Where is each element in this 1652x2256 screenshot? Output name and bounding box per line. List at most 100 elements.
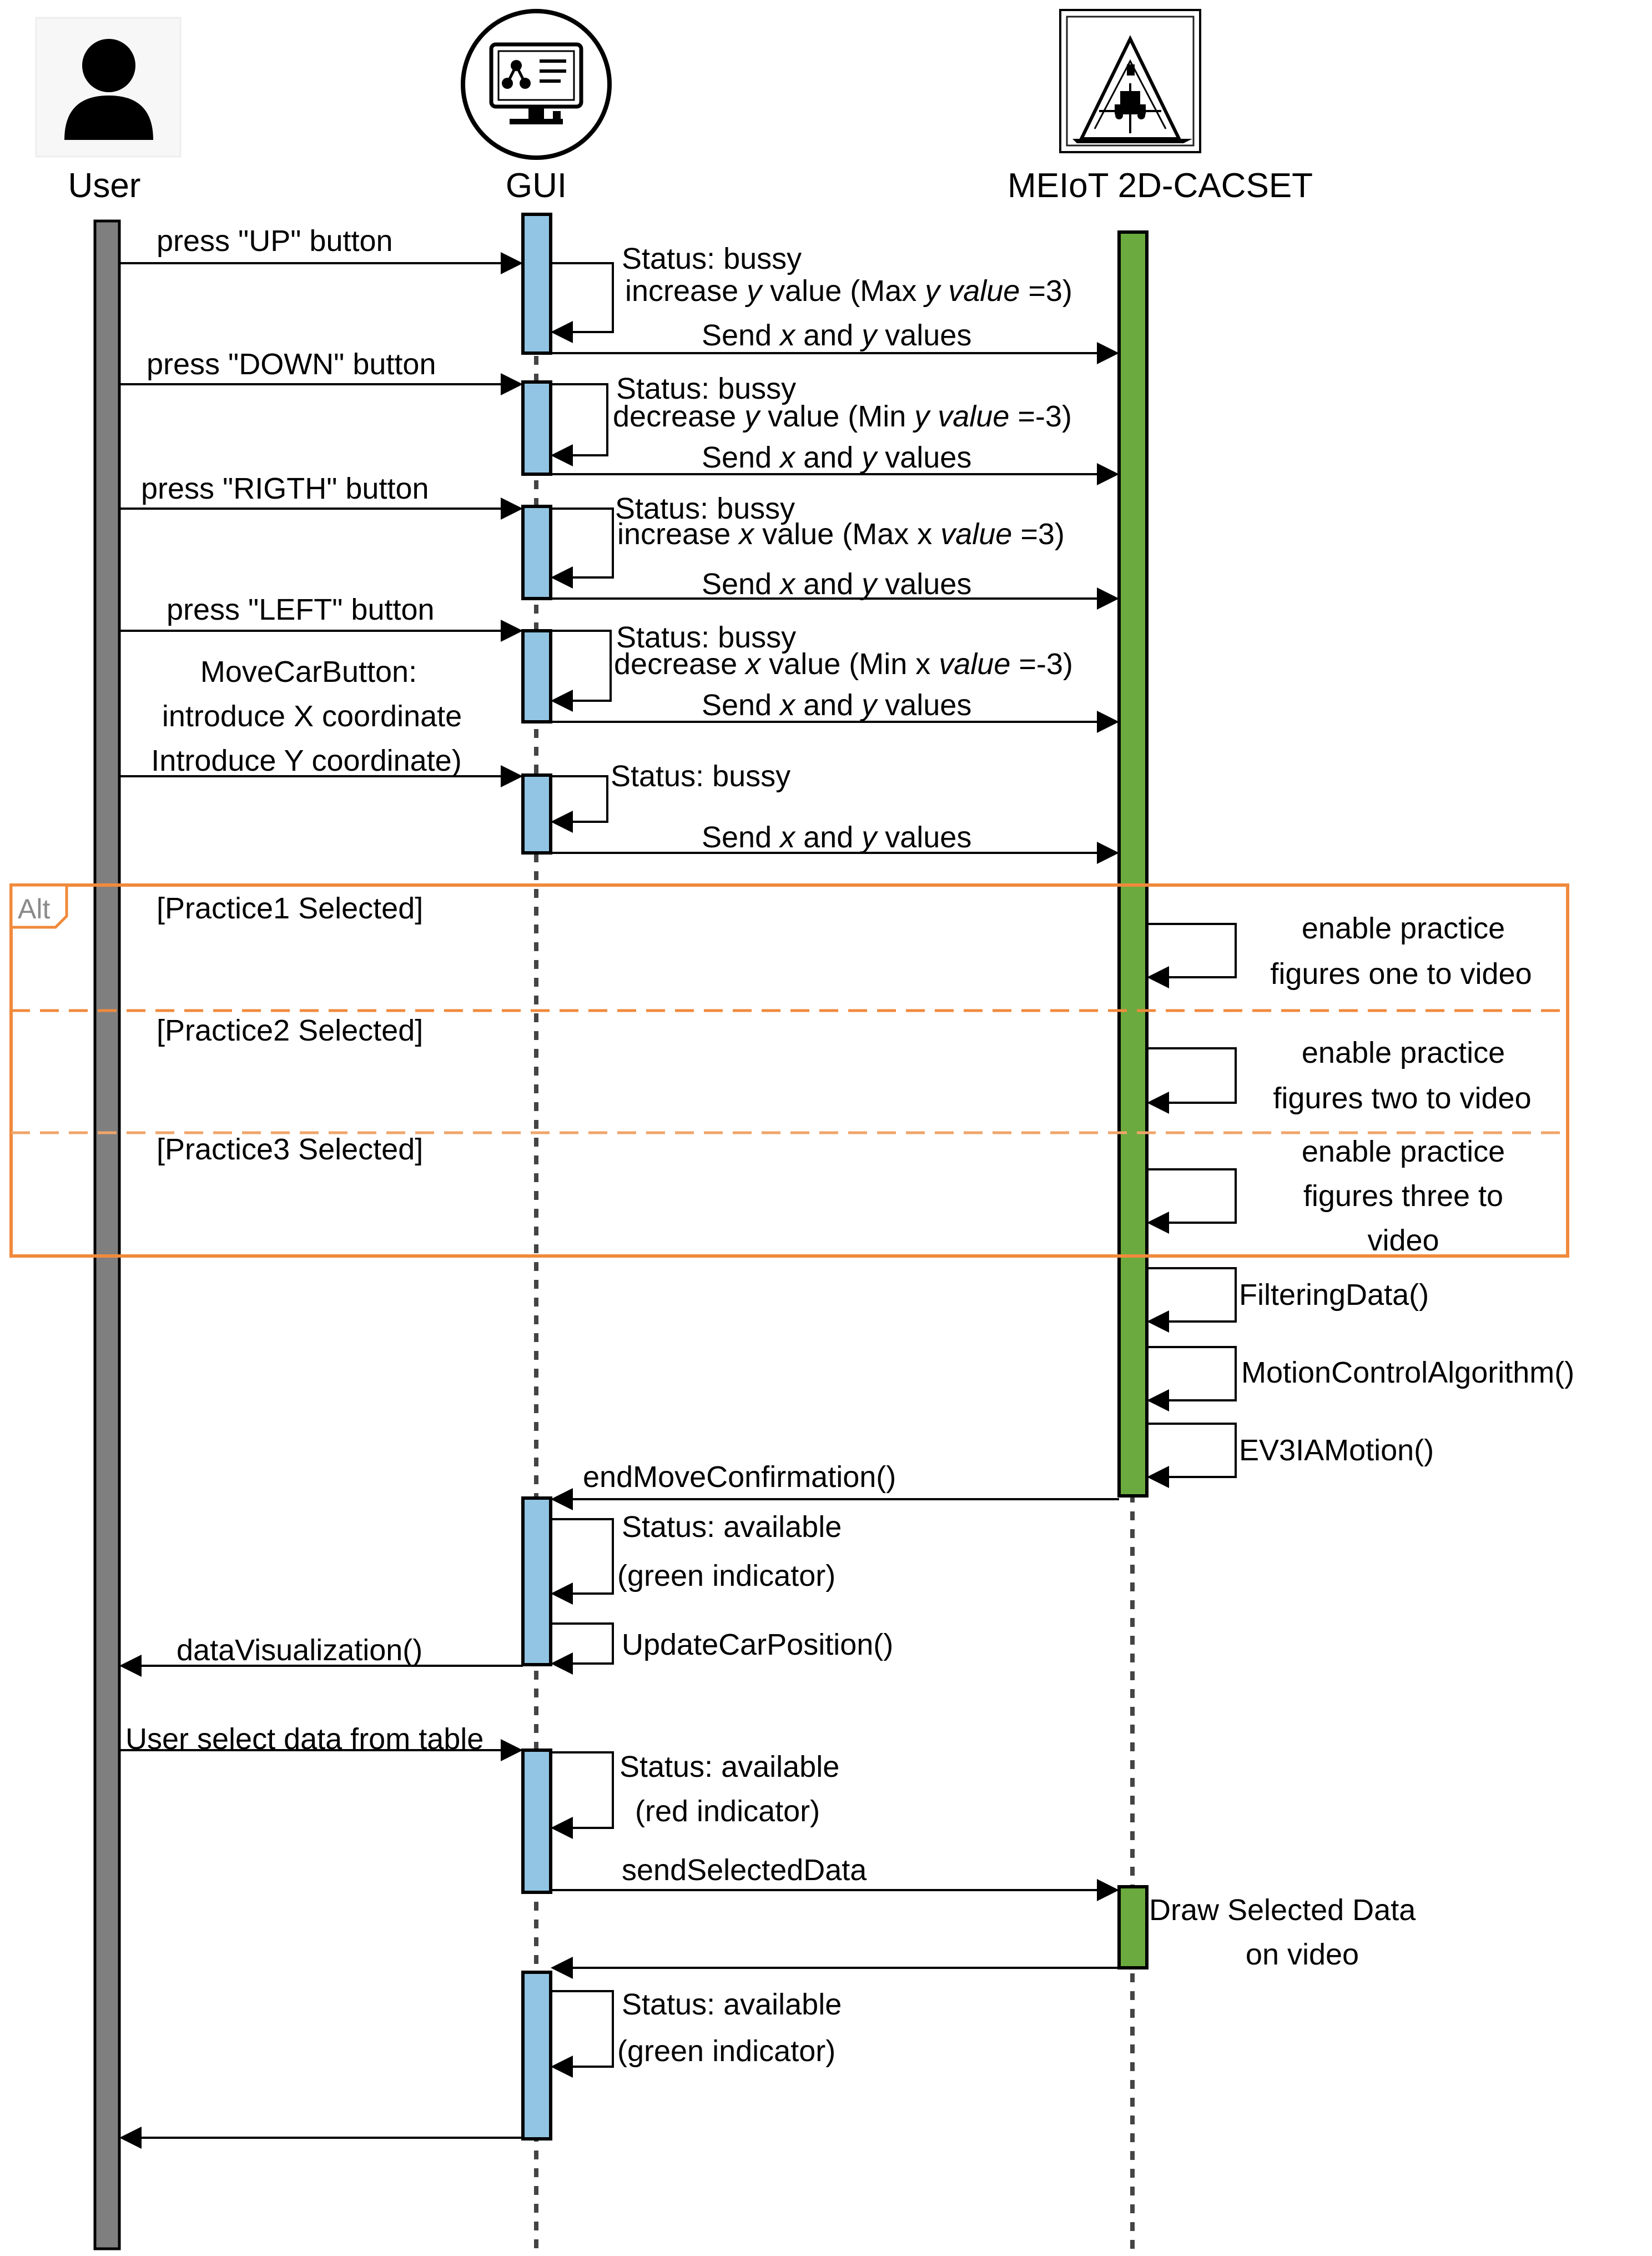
alt-guard-3: [Practice3 Selected] xyxy=(157,1133,423,1166)
gui-activation-right xyxy=(521,505,552,600)
svg-text:Send x and y values: Send x and y values xyxy=(702,689,971,722)
self-call-practice-2: enable practice figures two to video xyxy=(1147,1036,1532,1115)
svg-text:sendSelectedData: sendSelectedData xyxy=(622,1853,867,1887)
self-call-status-available-red: Status: available (red indicator) xyxy=(551,1750,839,1839)
svg-text:FilteringData(): FilteringData() xyxy=(1239,1278,1429,1312)
message-user-select-data: User select data from table xyxy=(119,1722,523,1761)
svg-text:enable practice: enable practice xyxy=(1302,1036,1505,1069)
computer-monitor-icon xyxy=(461,9,612,160)
person-icon xyxy=(64,39,153,140)
message-send-values-1: Send x and y values xyxy=(551,319,1119,364)
self-call-practice-1: enable practice figures one to video xyxy=(1147,912,1532,991)
self-call-status-available-green: Status: available (green indicator) xyxy=(551,1510,842,1605)
alt-guard-1: [Practice1 Selected] xyxy=(157,892,423,925)
meiot-activation-main xyxy=(1117,230,1149,1498)
meiot-header: MEIoT 2D-CACSET xyxy=(1008,9,1313,205)
meiot-activation-draw xyxy=(1117,1885,1149,1969)
alt-tag: Alt xyxy=(18,893,50,924)
self-call-filtering-data: FilteringData() xyxy=(1147,1267,1429,1333)
gui-activation-endmove xyxy=(521,1496,552,1666)
svg-text:press "RIGTH" button: press "RIGTH" button xyxy=(141,472,429,505)
message-send-values-5: Send x and y values xyxy=(551,821,1119,864)
svg-text:MotionControlAlgorithm(): MotionControlAlgorithm() xyxy=(1241,1356,1574,1389)
svg-text:figures one to video: figures one to video xyxy=(1270,957,1532,991)
gui-activation-up xyxy=(521,213,552,355)
self-call-status-bussy: Status: bussy xyxy=(551,760,790,833)
gui-header: GUI xyxy=(461,9,612,205)
svg-text:on video: on video xyxy=(1246,1938,1359,1971)
svg-text:Status: available: Status: available xyxy=(622,1510,842,1544)
message-press-right: press "RIGTH" button xyxy=(119,472,523,520)
svg-text:Status: bussy: Status: bussy xyxy=(616,621,796,654)
user-label: User xyxy=(68,167,141,205)
self-call-status-available-green-2: Status: available (green indicator) xyxy=(551,1988,842,2078)
svg-text:Send x and y values: Send x and y values xyxy=(702,821,971,854)
svg-text:figures three to: figures three to xyxy=(1303,1179,1503,1213)
message-press-up: press "UP" button xyxy=(119,224,523,274)
svg-text:decrease y value (Min y value: decrease y value (Min y value =-3) xyxy=(613,400,1072,433)
alt-frame: Alt [Practice1 Selected] [Practice2 Sele… xyxy=(9,883,1569,1258)
svg-text:press "LEFT" button: press "LEFT" button xyxy=(167,593,435,626)
message-data-visualization: dataVisualization() xyxy=(119,1634,523,1677)
self-call-decrease-x: Status: bussy decrease x value (Min x va… xyxy=(551,621,1073,712)
svg-text:MoveCarButton:: MoveCarButton: xyxy=(200,655,417,689)
svg-text:figures two to video: figures two to video xyxy=(1273,1082,1531,1115)
self-call-increase-y: Status: bussy increase y value (Max y va… xyxy=(551,242,1072,343)
gui-activation-movecar xyxy=(521,773,552,855)
user-header: User xyxy=(35,17,182,205)
svg-text:introduce X coordinate: introduce X coordinate xyxy=(162,700,462,733)
svg-text:Status: bussy: Status: bussy xyxy=(611,760,790,793)
self-call-motion-control: MotionControlAlgorithm() xyxy=(1147,1346,1574,1411)
self-call-ev3-motion: EV3IAMotion() xyxy=(1147,1423,1434,1488)
draw-selected-data-note: Draw Selected Data on video xyxy=(1149,1893,1416,1971)
svg-text:Send x and y values: Send x and y values xyxy=(702,319,971,352)
svg-text:enable practice: enable practice xyxy=(1302,1135,1505,1168)
svg-text:press "UP" button: press "UP" button xyxy=(157,224,393,258)
gui-activation-left xyxy=(521,629,552,723)
self-call-practice-3: enable practice figures three to video xyxy=(1147,1135,1505,1257)
message-send-values-3: Send x and y values xyxy=(551,567,1119,610)
message-end-move-confirmation: endMoveConfirmation() xyxy=(551,1460,1119,1510)
svg-text:(red indicator): (red indicator) xyxy=(635,1795,820,1828)
svg-text:enable practice: enable practice xyxy=(1302,912,1505,945)
svg-text:dataVisualization(): dataVisualization() xyxy=(177,1634,422,1667)
message-send-values-4: Send x and y values xyxy=(551,689,1119,733)
svg-text:UpdateCarPosition(): UpdateCarPosition() xyxy=(622,1628,893,1661)
gui-activation-final xyxy=(521,1971,552,2141)
svg-text:endMoveConfirmation(): endMoveConfirmation() xyxy=(583,1460,896,1494)
svg-text:Send x and y values: Send x and y values xyxy=(702,567,971,601)
self-call-increase-x: Status: bussy increase x value (Max x va… xyxy=(551,492,1065,589)
svg-text:Send x and y values: Send x and y values xyxy=(702,441,971,474)
svg-text:decrease x value (Min x value: decrease x value (Min x value =-3) xyxy=(614,647,1073,681)
alt-guard-2: [Practice2 Selected] xyxy=(157,1014,423,1047)
svg-text:(green indicator): (green indicator) xyxy=(617,2034,835,2068)
gui-activation-select xyxy=(521,1748,552,1894)
gui-activation-down xyxy=(521,380,552,476)
svg-text:Status: bussy: Status: bussy xyxy=(622,242,802,275)
svg-text:Status: bussy: Status: bussy xyxy=(616,372,796,405)
gui-label: GUI xyxy=(506,167,567,205)
meiot-label: MEIoT 2D-CACSET xyxy=(1008,167,1313,205)
message-press-left: press "LEFT" button xyxy=(119,593,523,642)
svg-text:press "DOWN" button: press "DOWN" button xyxy=(147,348,436,381)
svg-text:Status: available: Status: available xyxy=(620,1750,839,1783)
svg-text:Draw Selected Data: Draw Selected Data xyxy=(1149,1893,1416,1927)
svg-text:increase y value (Max y value: increase y value (Max y value =3) xyxy=(625,274,1072,308)
svg-text:Introduce Y coordinate): Introduce Y coordinate) xyxy=(151,744,461,777)
svg-text:(green indicator): (green indicator) xyxy=(617,1559,835,1592)
svg-text:video: video xyxy=(1367,1224,1439,1257)
self-call-update-car-position: UpdateCarPosition() xyxy=(551,1622,893,1675)
car-track-platform-icon xyxy=(1059,9,1201,153)
svg-text:Status: bussy: Status: bussy xyxy=(615,492,795,525)
svg-text:User select data from table: User select data from table xyxy=(125,1722,483,1756)
svg-text:increase x value (Max x value: increase x value (Max x value =3) xyxy=(617,517,1065,551)
user-lifeline-bar xyxy=(93,219,121,2250)
message-press-down: press "DOWN" button xyxy=(119,348,523,395)
message-send-values-2: Send x and y values xyxy=(551,441,1119,485)
svg-text:Status: available: Status: available xyxy=(622,1988,842,2021)
message-movecar: MoveCarButton: introduce X coordinate In… xyxy=(119,655,523,787)
self-call-decrease-y: Status: bussy decrease y value (Min y va… xyxy=(551,372,1072,466)
message-send-selected-data: sendSelectedData xyxy=(551,1853,1119,1901)
svg-text:EV3IAMotion(): EV3IAMotion() xyxy=(1239,1434,1434,1467)
